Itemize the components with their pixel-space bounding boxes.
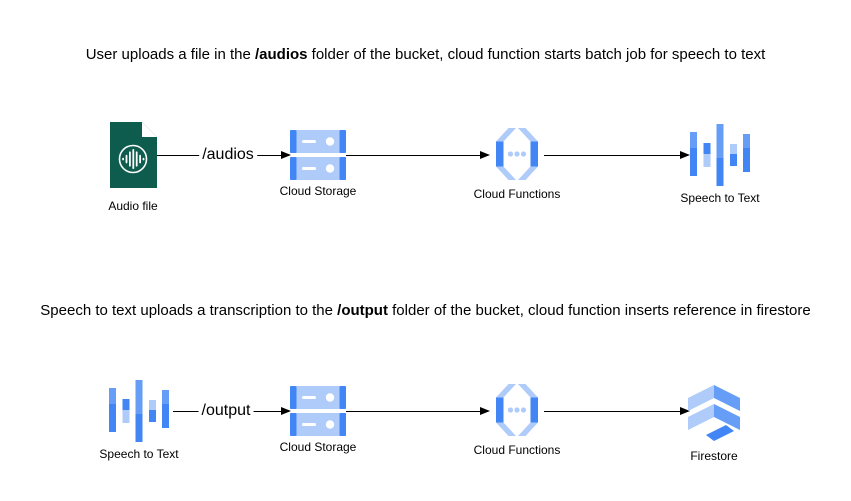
heading-text: Speech to text uploads a transcription t…	[40, 302, 338, 319]
node-label-cloud-functions-2: Cloud Functions	[473, 443, 561, 457]
arrow-storage-to-functions-1	[346, 151, 490, 159]
edge-label-output: /output	[198, 402, 254, 420]
heading-text: folder of the bucket, cloud function sta…	[307, 46, 766, 63]
node-label-firestore: Firestore	[690, 449, 738, 463]
firestore-icon	[688, 385, 740, 441]
heading-bold-folder: /audios	[254, 46, 308, 63]
arrow-functions-to-firestore	[544, 407, 690, 415]
arrow-functions-to-speech	[544, 151, 690, 159]
section2-heading: Speech to text uploads a transcription t…	[0, 302, 851, 320]
cloud-storage-icon	[290, 386, 346, 436]
heading-text: User uploads a file in the	[85, 46, 255, 63]
arrow-storage-to-functions-2	[346, 407, 490, 415]
node-audio-file	[110, 122, 157, 193]
speech-to-text-icon	[109, 380, 169, 442]
node-speech-to-text-1	[690, 124, 750, 191]
node-firestore	[688, 379, 740, 452]
node-label-cloud-storage-2: Cloud Storage	[279, 440, 357, 454]
node-label-cloud-storage-1: Cloud Storage	[279, 184, 357, 198]
node-label-speech-to-text-2: Speech to Text	[99, 447, 179, 461]
node-label-cloud-functions-1: Cloud Functions	[473, 187, 561, 201]
node-cloud-storage-2	[290, 386, 346, 441]
speech-to-text-icon	[690, 124, 750, 186]
audio-file-icon	[110, 122, 157, 188]
node-speech-to-text-2	[107, 380, 171, 447]
heading-bold-folder: /output	[337, 302, 388, 319]
node-cloud-storage-1	[290, 130, 346, 185]
node-label-audio-file: Audio file	[108, 199, 158, 213]
node-label-speech-to-text-1: Speech to Text	[680, 191, 760, 205]
heading-text: folder of the bucket, cloud function ins…	[387, 302, 811, 319]
cloud-functions-icon	[496, 128, 538, 180]
cloud-storage-icon	[290, 130, 346, 180]
section1-heading: User uploads a file in the /audios folde…	[0, 46, 851, 64]
node-cloud-functions-2	[490, 384, 544, 441]
cloud-functions-icon	[496, 384, 538, 436]
node-cloud-functions-1	[490, 128, 544, 185]
edge-label-audios: /audios	[199, 146, 257, 164]
